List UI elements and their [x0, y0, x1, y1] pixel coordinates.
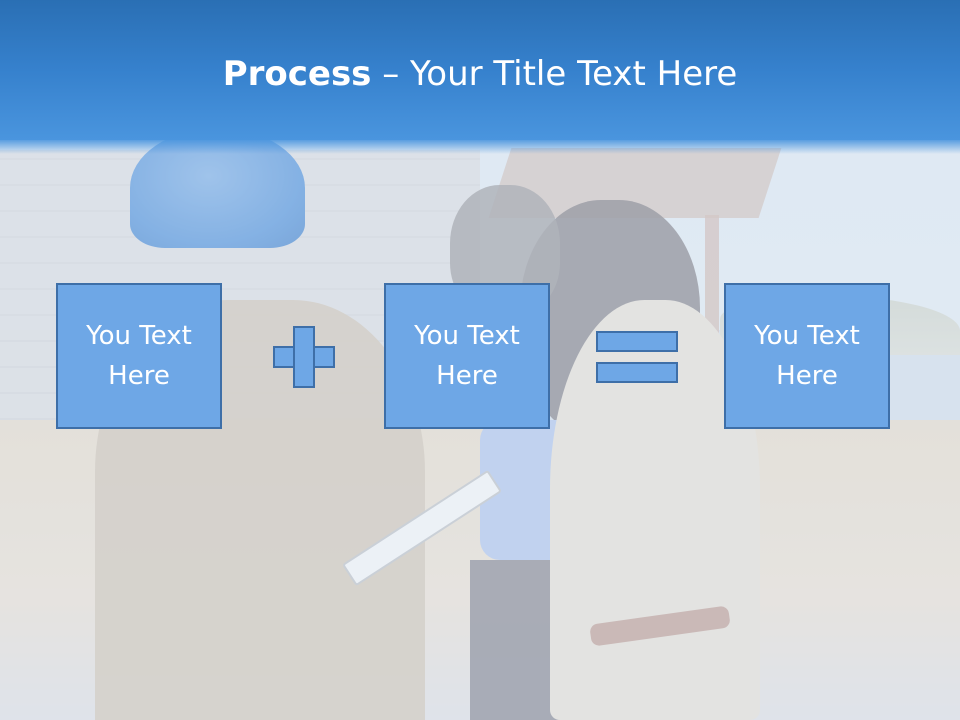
process-box-1-text: You Text Here	[86, 321, 192, 391]
process-box-3-text: You Text Here	[754, 321, 860, 391]
title-bar: Process – Your Title Text Here	[0, 0, 960, 154]
process-box-3[interactable]: You Text Here	[724, 283, 890, 429]
equals-icon	[596, 331, 678, 383]
plus-icon	[273, 326, 335, 388]
process-box-2-text: You Text Here	[414, 321, 520, 391]
title-rest: – Your Title Text Here	[371, 54, 738, 94]
process-box-1[interactable]: You Text Here	[56, 283, 222, 429]
slide-title[interactable]: Process – Your Title Text Here	[0, 52, 960, 96]
process-box-2[interactable]: You Text Here	[384, 283, 550, 429]
title-bold: Process	[222, 54, 372, 94]
